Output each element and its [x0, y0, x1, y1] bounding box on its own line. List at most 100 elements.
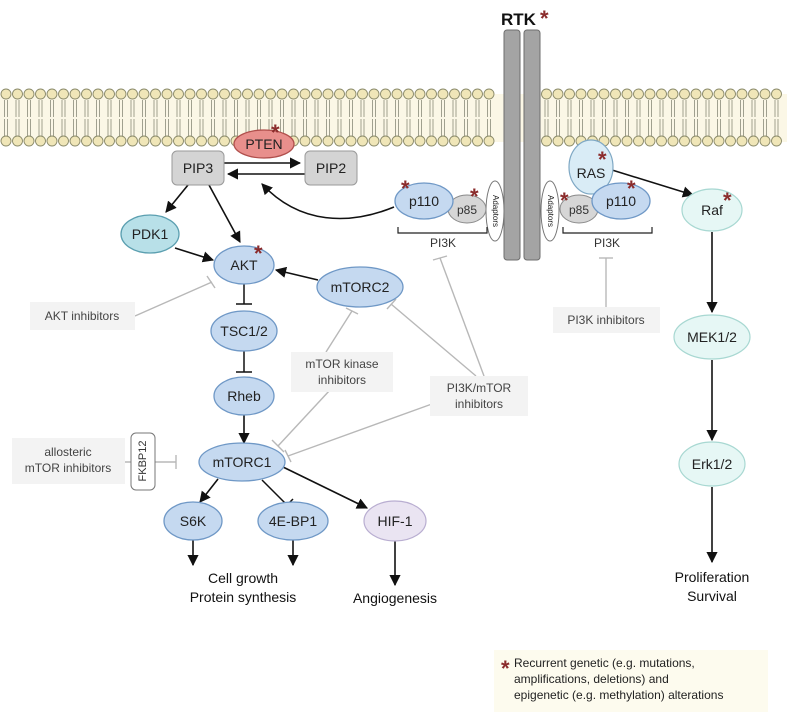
- lipid-head: [46, 135, 58, 147]
- lipid-head: [368, 135, 380, 147]
- lipid-tail: [487, 100, 491, 117]
- lipid-head: [437, 135, 449, 147]
- lipid-head: [391, 88, 403, 100]
- lipid-tail: [38, 100, 43, 117]
- lipid-tail: [291, 100, 296, 117]
- lipid-head: [472, 88, 483, 100]
- lipid-head: [69, 88, 81, 100]
- pi3k-left-label: PI3K: [430, 236, 456, 250]
- p85-left-node: p85: [447, 194, 487, 224]
- lipid-tail: [50, 119, 54, 136]
- lipid-head: [23, 88, 35, 100]
- svg-text:PTEN: PTEN: [245, 136, 282, 152]
- lipid-tail: [395, 100, 399, 117]
- lipid-head: [184, 135, 196, 147]
- allosteric-inhibitors-box: allosteric mTOR inhibitors: [12, 438, 125, 484]
- lipid-tail: [774, 119, 779, 136]
- svg-text:HIF-1: HIF-1: [378, 513, 413, 529]
- lipid-head: [207, 88, 219, 100]
- lipid-tail: [464, 119, 468, 136]
- lipid-head: [552, 88, 564, 100]
- lipid-tail: [383, 100, 388, 117]
- lipid-tail: [349, 119, 353, 136]
- lipid-tail: [153, 100, 158, 117]
- lipid-tail: [372, 119, 376, 136]
- lipid-tail: [705, 100, 710, 117]
- lipid-head: [748, 135, 759, 147]
- pi3k-mtor-to-mtorc2-line: [390, 303, 477, 377]
- pip2-node: PIP2: [304, 150, 358, 186]
- lipid-tail: [96, 100, 100, 117]
- p110-right-star-icon: *: [627, 176, 636, 201]
- lipid-head: [414, 135, 426, 147]
- lipid-head: [173, 88, 184, 100]
- lipid-tail: [406, 100, 411, 117]
- lipid-tail: [556, 119, 560, 136]
- lipid-tail: [682, 119, 687, 136]
- lipid-head: [161, 88, 173, 100]
- lipid-head: [426, 135, 437, 147]
- svg-text:inhibitors: inhibitors: [318, 373, 366, 387]
- lipid-head: [564, 88, 575, 100]
- lipid-tail: [153, 119, 158, 136]
- akt-inhibitor-line: [134, 281, 213, 317]
- lipid-head: [288, 88, 299, 100]
- lipid-tail: [176, 100, 181, 117]
- lipid-tail: [234, 119, 238, 136]
- lipid-tail: [130, 100, 135, 117]
- lipid-tail: [142, 119, 146, 136]
- p110-right-node: p110: [591, 182, 651, 220]
- lipid-head: [115, 88, 127, 100]
- lipid-tail: [326, 119, 330, 136]
- lipid-tail: [38, 119, 43, 136]
- pi3k-bracket-right: [562, 227, 653, 234]
- lipid-head: [391, 135, 403, 147]
- lipid-head: [736, 135, 748, 147]
- lipid-head: [150, 135, 161, 147]
- lipid-head: [311, 135, 322, 147]
- lipid-head: [460, 135, 472, 147]
- hif1-node: HIF-1: [363, 500, 427, 542]
- lipid-tail: [544, 119, 549, 136]
- lipid-head: [368, 88, 380, 100]
- lipid-tail: [579, 119, 583, 136]
- lipid-tail: [188, 100, 192, 117]
- lipid-tail: [429, 100, 434, 117]
- lipid-tail: [303, 100, 307, 117]
- lipid-head: [242, 88, 253, 100]
- lipid-head: [380, 135, 391, 147]
- lipid-tail: [199, 100, 204, 117]
- lipid-head: [92, 88, 104, 100]
- svg-text:MEK1/2: MEK1/2: [687, 329, 737, 345]
- pathway-edges: [165, 157, 718, 587]
- lipid-tail: [648, 119, 652, 136]
- lipid-head: [483, 88, 495, 100]
- lipid-tail: [441, 119, 445, 136]
- lipid-head: [483, 135, 495, 147]
- pi3k-right-label: PI3K: [594, 236, 620, 250]
- lipid-head: [564, 135, 575, 147]
- lipid-tail: [73, 100, 77, 117]
- lipid-tail: [751, 100, 756, 117]
- pi3k-mtor-to-pi3k-line: [439, 257, 485, 377]
- svg-text:TSC1/2: TSC1/2: [220, 323, 268, 339]
- pten-star-icon: *: [271, 120, 280, 145]
- svg-text:p85: p85: [457, 203, 477, 217]
- lipid-head: [81, 135, 92, 147]
- adaptor-right: Adaptors: [540, 180, 560, 242]
- lipid-tail: [418, 100, 422, 117]
- lipid-head: [219, 88, 230, 100]
- lipid-head: [12, 135, 23, 147]
- mtor-kinase-inhibitors-box: mTOR kinase inhibitors: [291, 352, 393, 392]
- svg-text:Raf: Raf: [701, 202, 723, 218]
- lipid-head: [748, 88, 759, 100]
- lipid-head: [667, 135, 679, 147]
- lipid-head: [184, 88, 196, 100]
- akt-star-icon: *: [254, 241, 263, 266]
- lipid-head: [541, 88, 552, 100]
- raf-node: Raf: [681, 188, 743, 232]
- lipid-tail: [659, 100, 664, 117]
- lipid-tail: [73, 119, 77, 136]
- lipid-tail: [452, 119, 457, 136]
- rtk-label: RTK: [501, 10, 537, 29]
